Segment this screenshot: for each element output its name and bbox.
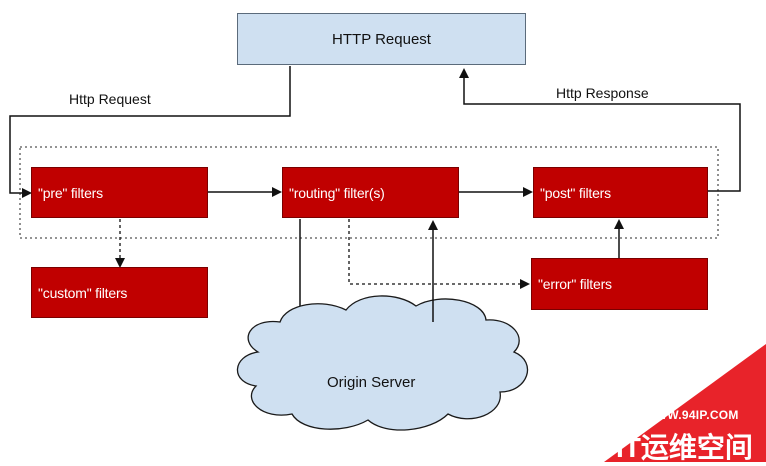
post-filters-label: "post" filters	[540, 184, 611, 201]
origin-server-label: Origin Server	[327, 374, 416, 391]
watermark-text: IT运维空间	[616, 432, 753, 463]
routing-to-error-arrow	[348, 219, 530, 289]
custom-filters-label: "custom" filters	[38, 284, 128, 301]
error-filters-box: "error" filters	[531, 258, 708, 310]
http-request-edge-label: Http Request	[69, 91, 151, 107]
error-filters-label: "error" filters	[538, 276, 612, 292]
pre-filters-label: "pre" filters	[38, 184, 103, 201]
watermark-url: WWW.94IP.COM	[644, 408, 739, 422]
pre-filters-box: "pre" filters	[31, 167, 208, 218]
post-filters-box: "post" filters	[533, 167, 708, 218]
http-request-box-label: HTTP Request	[332, 30, 431, 48]
routing-filters-label: "routing" filter(s)	[289, 184, 385, 201]
http-request-arrow	[9, 66, 291, 198]
custom-filters-box: "custom" filters	[31, 267, 208, 318]
http-response-arrow	[459, 68, 741, 192]
routing-filters-box: "routing" filter(s)	[282, 167, 459, 218]
http-response-edge-label: Http Response	[556, 85, 649, 101]
watermark-corner	[604, 344, 766, 462]
origin-server-cloud	[236, 295, 529, 431]
http-request-box: HTTP Request	[237, 13, 526, 65]
